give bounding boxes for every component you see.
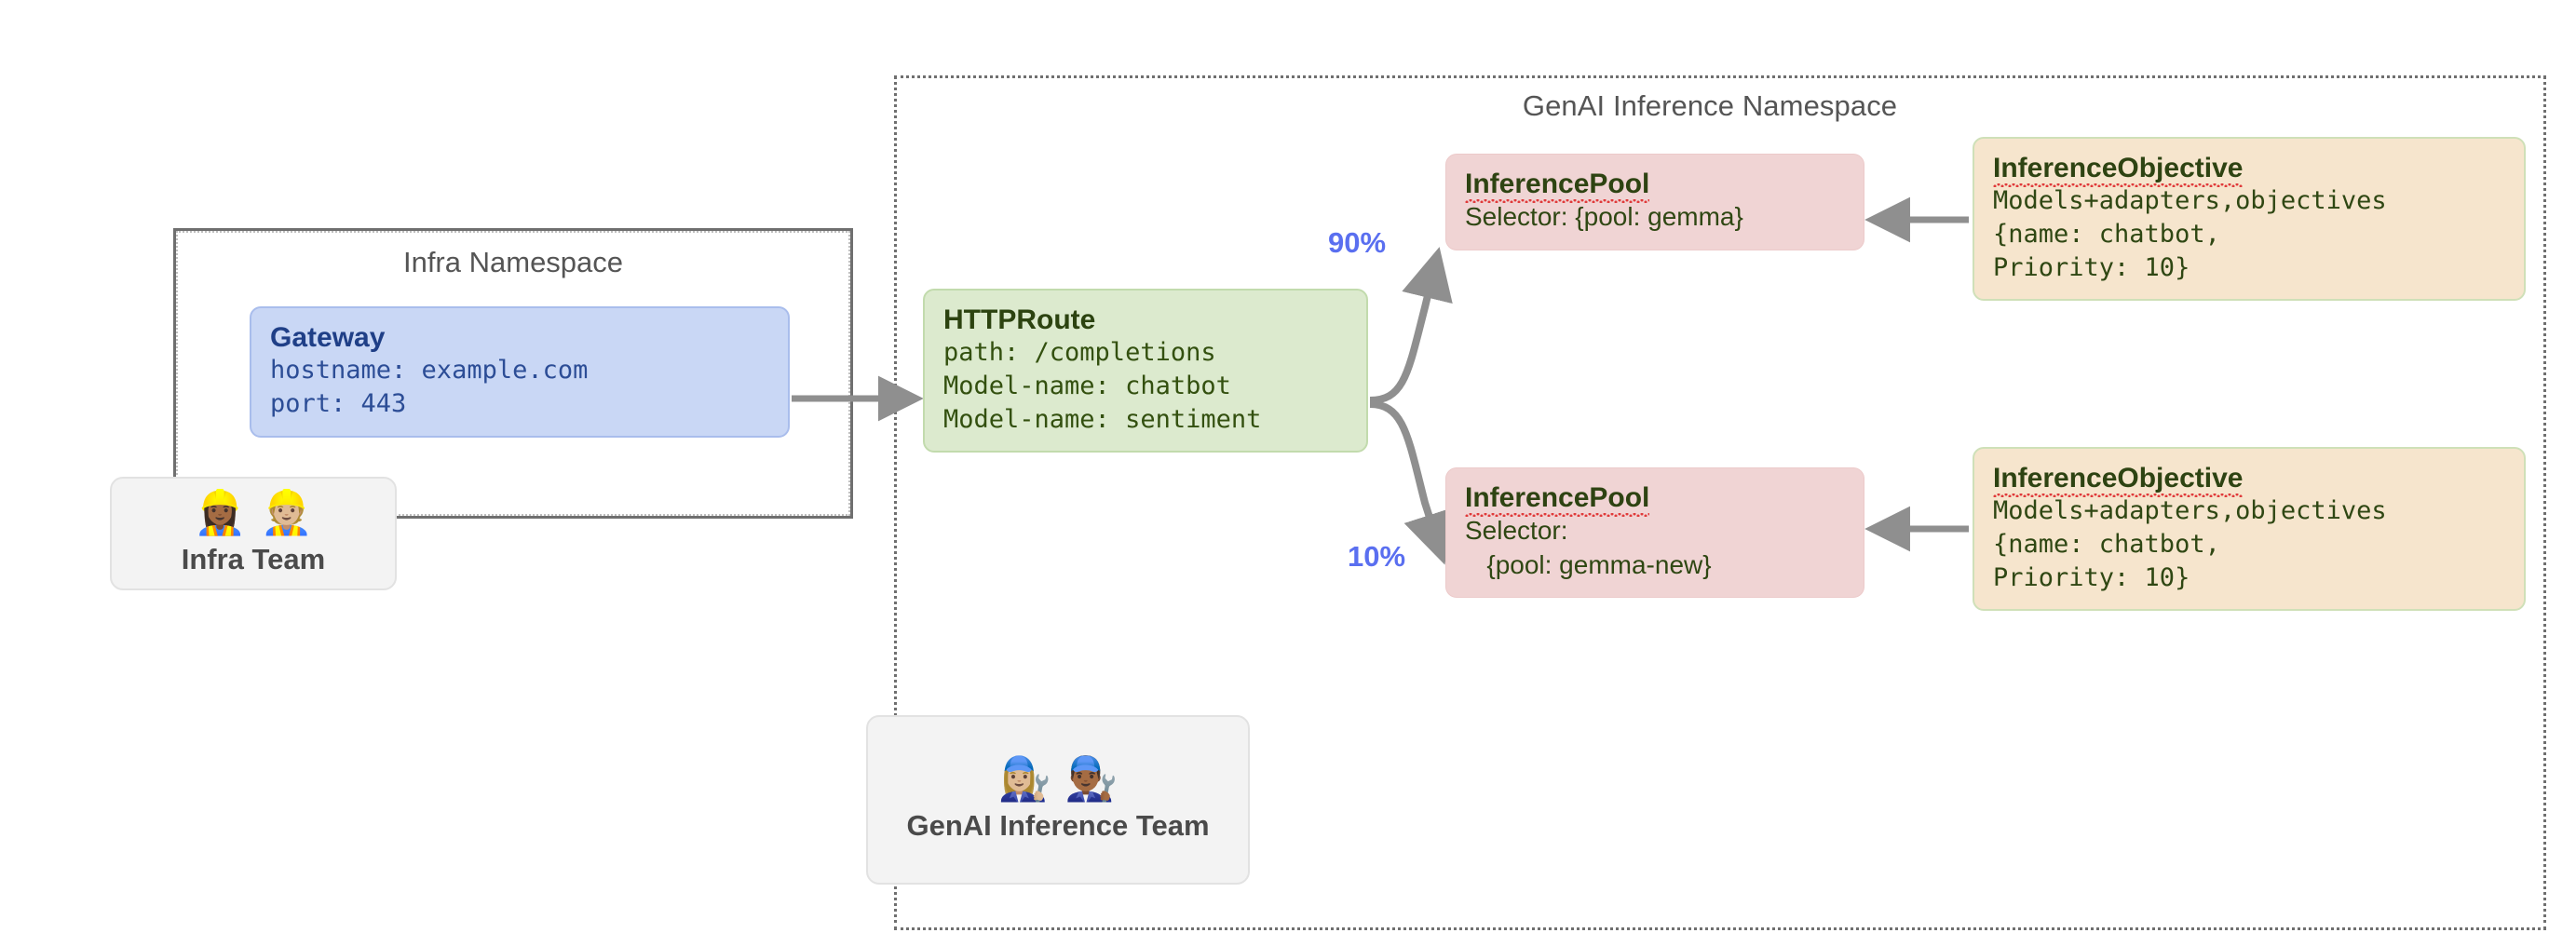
inferencepool-gemma-title: InferencePool (1465, 168, 1847, 204)
spellcheck-squiggle-icon: InferenceObjective (1993, 153, 2244, 188)
gateway-line-port: port: 443 (270, 389, 407, 419)
httproute-title: HTTPRoute (943, 304, 1096, 335)
httproute-line-model-sentiment: Model-name: sentiment (943, 404, 1262, 434)
node-gateway[interactable]: Gateway hostname: example.com port: 443 (250, 306, 790, 438)
httproute-line-model-chatbot: Model-name: chatbot (943, 372, 1231, 401)
inferencepool-gemma-new-selector-label: Selector: (1465, 516, 1568, 546)
inferenceobjective-bottom-title: InferenceObjective (1993, 462, 2507, 498)
genai-namespace-title: GenAI Inference Namespace (1522, 89, 1898, 122)
traffic-split-label-primary: 90% (1328, 226, 1387, 259)
node-inferencepool-gemma[interactable]: InferencePool Selector: {pool: gemma} (1445, 154, 1864, 250)
inferencepool-gemma-selector: Selector: {pool: gemma} (1465, 202, 1743, 232)
inferenceobjective-top-line-priority: Priority: 10} (1993, 252, 2190, 282)
team-card-genai[interactable]: 👩🏼‍🔧👨🏾‍🔧 GenAI Inference Team (866, 715, 1250, 885)
inferenceobjective-bottom-line-name: {name: chatbot, (1993, 530, 2220, 560)
genai-namespace-boundary (894, 75, 2546, 930)
inferenceobjective-top-title: InferenceObjective (1993, 152, 2507, 188)
node-inferenceobjective-bottom[interactable]: InferenceObjective Models+adapters,objec… (1973, 447, 2526, 612)
node-inferencepool-gemma-new[interactable]: InferencePool Selector: {pool: gemma-new… (1445, 467, 1864, 599)
inferencepool-gemma-new-selector-value: {pool: gemma-new} (1465, 549, 1712, 579)
inferenceobjective-bottom-line-models: Models+adapters,objectives (1993, 496, 2387, 526)
httproute-line-path: path: /completions (943, 338, 1216, 368)
inferenceobjective-top-line-models: Models+adapters,objectives (1993, 186, 2387, 216)
node-httproute[interactable]: HTTPRoute path: /completions Model-name:… (923, 289, 1368, 453)
inferencepool-gemma-new-title: InferencePool (1465, 481, 1847, 518)
spellcheck-squiggle-icon: InferenceObjective (1993, 463, 2244, 498)
construction-worker-icon: 👷🏾‍♀️👷🏼 (193, 488, 327, 536)
node-inferenceobjective-top[interactable]: InferenceObjective Models+adapters,objec… (1973, 137, 2526, 302)
team-card-infra[interactable]: 👷🏾‍♀️👷🏼 Infra Team (110, 477, 397, 590)
mechanic-icon: 👩🏼‍🔧👨🏾‍🔧 (997, 754, 1132, 803)
inferenceobjective-top-line-name: {name: chatbot, (1993, 220, 2220, 250)
gateway-title: Gateway (270, 322, 386, 353)
team-label-genai: GenAI Inference Team (906, 809, 1210, 842)
infra-namespace-title: Infra Namespace (402, 246, 624, 278)
team-label-infra: Infra Team (181, 543, 326, 575)
spellcheck-squiggle-icon: InferencePool (1465, 482, 1650, 518)
inferenceobjective-bottom-line-priority: Priority: 10} (1993, 562, 2190, 592)
spellcheck-squiggle-icon: InferencePool (1465, 169, 1650, 204)
gateway-line-hostname: hostname: example.com (270, 356, 589, 385)
traffic-split-label-canary: 10% (1348, 540, 1406, 573)
